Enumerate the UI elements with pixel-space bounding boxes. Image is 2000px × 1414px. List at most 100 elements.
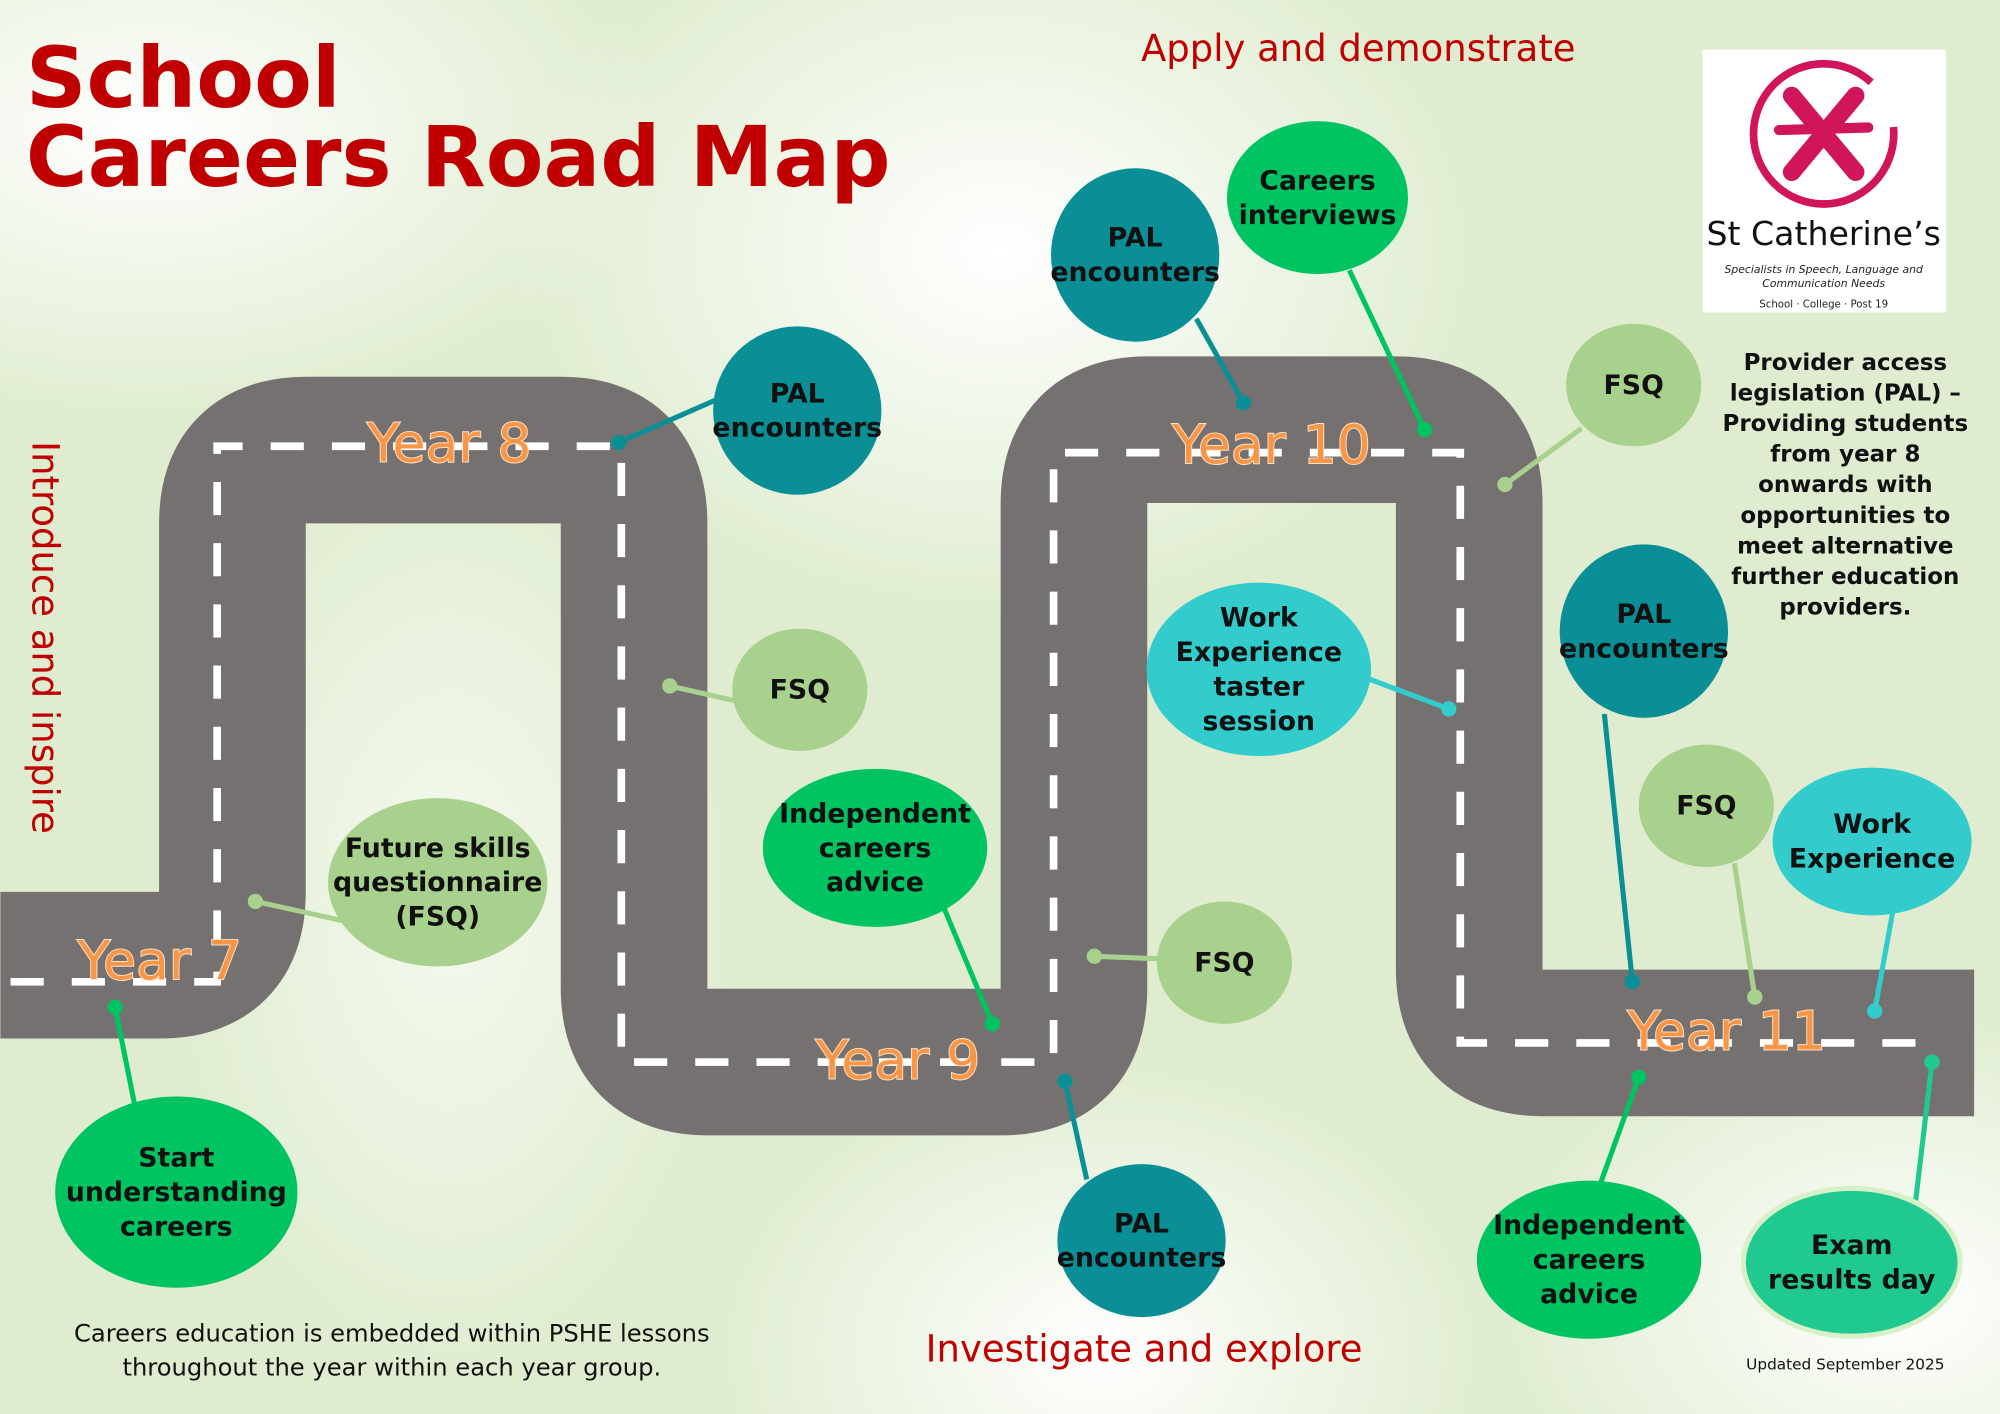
bubble-text: PAL <box>1616 599 1671 630</box>
bubble-text: Experience <box>1789 844 1955 875</box>
bubble-text: FSQ <box>1604 370 1664 401</box>
connector-line <box>112 1006 137 1104</box>
logo-tagline-1: Specialists in Speech, Language and <box>1725 263 1923 276</box>
connector-line <box>1347 269 1427 431</box>
pal-note-line: Provider access <box>1744 350 1948 376</box>
connector-line <box>1094 953 1161 962</box>
connector-dot <box>611 434 627 451</box>
bubble-careers-interviews: Careers interviews <box>1226 121 1409 275</box>
road-center-dashes <box>10 442 1939 1066</box>
connector-dot <box>1624 974 1641 990</box>
road <box>0 356 1975 1136</box>
bubble-shape <box>1156 901 1292 1024</box>
bubble-text: encounters <box>712 413 882 444</box>
phase-apply: Apply and demonstrate <box>1141 27 1576 70</box>
bubble-fsq: FSQ <box>1156 901 1292 1024</box>
bubble-text: careers <box>120 1211 233 1242</box>
bubble-text: FSQ <box>1194 948 1254 979</box>
logo-cross-icon <box>1773 86 1874 182</box>
connector-dot <box>1631 1069 1647 1086</box>
phase-introduce: Introduce and inspire <box>23 441 66 834</box>
year-9-label: Year 9 <box>815 1029 980 1092</box>
bubble-text: Experience <box>1176 637 1342 668</box>
connector-dot <box>1086 948 1103 964</box>
bubble-text: Independent <box>1493 1210 1685 1241</box>
bubble-text: (FSQ) <box>395 902 480 933</box>
connector-dot <box>1867 1003 1883 1019</box>
connector-dot <box>247 893 264 910</box>
bubble-shape <box>1476 1180 1702 1339</box>
connector-line <box>1598 1076 1642 1185</box>
connector-line <box>1194 317 1246 405</box>
bubble-text: Work <box>1833 809 1912 840</box>
bubble-shape <box>713 326 882 495</box>
bubble-text: advice <box>826 867 924 898</box>
connector-line <box>669 683 738 704</box>
logo-tagline-2: Communication Needs <box>1762 277 1885 290</box>
title-line-1: School <box>26 29 341 127</box>
bubble-text: questionnaire <box>333 867 542 898</box>
bubble-text: Independent <box>779 798 971 829</box>
bubble-shape <box>328 798 548 967</box>
bubble-fsq: FSQ <box>1566 323 1702 447</box>
bubble-shape <box>1559 544 1729 718</box>
bubble-text: Exam <box>1811 1230 1893 1261</box>
pal-note-line: onwards with <box>1758 472 1932 498</box>
bubble-text: Work <box>1220 603 1299 634</box>
connector-dot <box>1057 1073 1073 1089</box>
school-logo: St Catherine’s Specialists in Speech, La… <box>1702 49 1947 313</box>
connector-line <box>1872 912 1896 1012</box>
connector-dot <box>1441 701 1457 717</box>
pal-note-line: meet alternative <box>1737 533 1953 559</box>
pal-note-line: legislation (PAL) – <box>1730 380 1961 406</box>
bubble-shape <box>1146 582 1372 757</box>
pal-note-line: providers. <box>1779 595 1911 621</box>
title-line-2: Careers Road Map <box>26 108 891 206</box>
pal-note-line: from year 8 <box>1770 442 1920 468</box>
connector-dot <box>107 999 123 1015</box>
bubble-text: Careers <box>1259 165 1375 196</box>
connector-line <box>254 898 343 924</box>
logo-circle-icon <box>1749 59 1898 208</box>
connector-line <box>1062 1080 1090 1180</box>
bubble-text: PAL <box>1114 1208 1169 1239</box>
bubble-text: encounters <box>1050 257 1220 288</box>
connector-dot <box>1924 1054 1940 1070</box>
updated-date: Updated September 2025 <box>1746 1355 1944 1373</box>
pal-note-line: opportunities to <box>1740 503 1950 529</box>
bubble-text: session <box>1203 706 1316 737</box>
bubble-shape <box>1051 168 1220 342</box>
connector-line <box>617 395 722 445</box>
bubble-text: careers <box>819 833 932 864</box>
bubble-text: Start <box>138 1143 214 1174</box>
bubble-text: advice <box>1540 1279 1638 1310</box>
connector-line <box>1910 1061 1935 1225</box>
bubble-text: taster <box>1213 672 1305 703</box>
connector-dot <box>662 678 678 694</box>
bubble-shape <box>1226 121 1409 275</box>
connector-dot <box>1497 476 1513 493</box>
bubble-text: careers <box>1533 1245 1646 1276</box>
bubble-text: understanding <box>66 1177 287 1208</box>
logo-sections: School · College · Post 19 <box>1759 299 1888 310</box>
bubble-shape <box>1638 744 1774 868</box>
bubble-text: PAL <box>1108 223 1163 254</box>
connector-line <box>1503 426 1583 487</box>
bubble-text: Future skills <box>345 833 531 864</box>
connector-dot <box>1235 395 1252 411</box>
connector-line <box>1601 713 1635 983</box>
bubble-text: interviews <box>1239 200 1397 231</box>
year-10-label: Year 10 <box>1171 413 1371 476</box>
bubble-shape <box>1566 323 1702 447</box>
connector-dot <box>1747 989 1763 1005</box>
